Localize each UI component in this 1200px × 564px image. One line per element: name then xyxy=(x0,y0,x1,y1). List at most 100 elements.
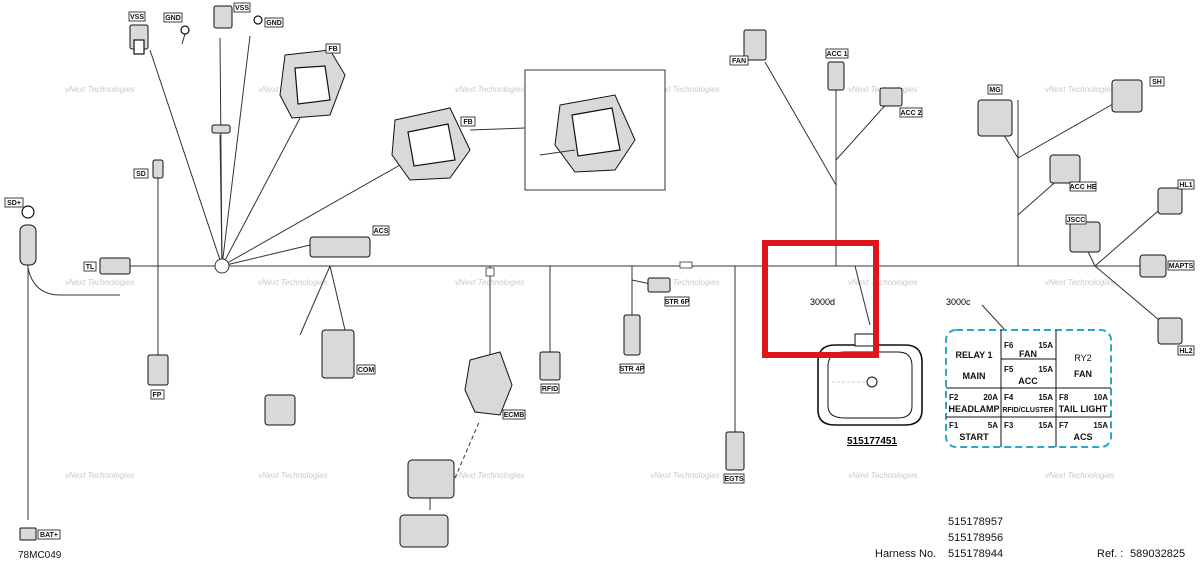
fuse-name: FAN xyxy=(1019,349,1037,359)
label-ecmb: ECMB xyxy=(502,409,526,420)
fuse-amp: 15A xyxy=(1038,393,1053,402)
ecmb-dash-wire xyxy=(454,419,481,479)
fuse-amp: 20A xyxy=(983,393,998,402)
gnd2-wire xyxy=(221,35,251,267)
sh-wire xyxy=(1017,99,1121,159)
svg-text:RFID: RFID xyxy=(542,386,558,393)
svg-text:SD+: SD+ xyxy=(7,200,21,207)
fuse-cell: FAN xyxy=(1074,369,1092,379)
fan-wire xyxy=(764,61,837,186)
fuse-name: HEADLAMP xyxy=(949,404,1000,414)
label-com: COM xyxy=(356,364,376,375)
fuse-id: F4 xyxy=(1004,393,1014,402)
acc2-connector xyxy=(879,87,903,107)
label-acc-he: ACC HE xyxy=(1070,181,1097,192)
junction-3000d-label: 3000d xyxy=(810,297,835,307)
watermark: vNext Technologies xyxy=(65,278,135,287)
label-jscc: JSCC xyxy=(1065,214,1087,225)
svg-text:GND: GND xyxy=(165,15,181,22)
fuse-cell: MAIN xyxy=(963,371,986,381)
svg-text:FB: FB xyxy=(463,119,472,126)
hl2-connector xyxy=(1157,317,1183,345)
ecmb-connector xyxy=(464,351,513,416)
fb1-wire xyxy=(221,117,301,267)
hl2-wire xyxy=(1094,265,1166,326)
svg-text:HL1: HL1 xyxy=(1179,182,1192,189)
fuse-amp: 15A xyxy=(1038,365,1053,374)
label-sd-plus: SD+ xyxy=(4,197,24,208)
label-acc1: ACC 1 xyxy=(825,48,849,59)
harness-number-label: Harness No. xyxy=(875,548,936,560)
str4p-connector xyxy=(623,314,641,356)
label-gnd1: GND xyxy=(163,12,183,23)
acc1-connector xyxy=(827,61,845,91)
sh-connector xyxy=(1111,79,1143,113)
fuse-name: ACC xyxy=(1018,376,1038,386)
fuse-amp: 15A xyxy=(1038,421,1053,430)
label-sd: SD xyxy=(133,168,149,179)
fuse-name: TAIL LIGHT xyxy=(1059,404,1108,414)
fp-connector xyxy=(147,354,169,386)
label-str6p: STR 6P xyxy=(664,296,690,307)
harness-number-1: 515178957 xyxy=(948,516,1003,528)
svg-text:SH: SH xyxy=(1152,79,1162,86)
detail-leader xyxy=(469,127,526,131)
watermark: vNext Technologies xyxy=(848,471,918,480)
svg-text:FAN: FAN xyxy=(732,58,746,65)
fuse-id: F5 xyxy=(1004,365,1014,374)
relay-box-part-number: 515177451 xyxy=(847,436,897,447)
label-vss1: VSS xyxy=(128,11,146,22)
svg-text:GND: GND xyxy=(266,20,282,27)
bat-plus-terminal xyxy=(19,527,37,541)
sd-loop-wire xyxy=(27,267,120,296)
fuse-id: F6 xyxy=(1004,341,1014,350)
svg-text:FP: FP xyxy=(153,392,162,399)
svg-text:ACC 1: ACC 1 xyxy=(826,51,847,58)
fan-connector xyxy=(743,29,767,61)
fb2-face xyxy=(407,123,456,167)
gnd1-lead xyxy=(181,33,186,45)
watermark: vNext Technologies xyxy=(650,278,720,287)
watermark: vNext Technologies xyxy=(455,85,525,94)
com-wire-b xyxy=(299,265,331,336)
fuse-amp: 10A xyxy=(1093,393,1108,402)
watermark: vNext Technologies xyxy=(258,278,328,287)
watermark: vNext Technologies xyxy=(650,85,720,94)
watermark: vNext Technologies xyxy=(258,471,328,480)
connector-shapes xyxy=(19,5,1183,548)
label-rfid: RFID xyxy=(540,383,560,394)
tl-connector xyxy=(99,257,131,275)
label-egts: EGTS xyxy=(723,473,745,484)
svg-text:VSS: VSS xyxy=(235,5,249,12)
harness-number-2: 515178956 xyxy=(948,532,1003,544)
label-hl2: HL2 xyxy=(1177,345,1195,356)
fuse-name: RFID/CLUSTER xyxy=(1002,407,1053,414)
svg-text:EGTS: EGTS xyxy=(724,476,743,483)
gnd2-ring-terminal xyxy=(253,15,263,25)
lower-connector-2 xyxy=(399,514,449,548)
fuse-table: RELAY 1 MAIN F6 15A FAN F5 15A ACC RY2 F… xyxy=(945,329,1112,448)
fuse-cell: RELAY 1 xyxy=(955,350,992,360)
fuse-id: F8 xyxy=(1059,393,1069,402)
fuse-name: ACS xyxy=(1073,432,1092,442)
label-fan: FAN xyxy=(729,55,749,66)
fuse-id: F1 xyxy=(949,421,959,430)
acs-connector xyxy=(309,236,371,258)
sensor-connector xyxy=(211,124,231,134)
sensor-wire xyxy=(219,134,223,267)
svg-text:STR 4P: STR 4P xyxy=(620,366,645,373)
sd-connector xyxy=(152,159,164,179)
label-tl: TL xyxy=(83,261,97,272)
mg-connector xyxy=(977,99,1013,137)
label-hl1: HL1 xyxy=(1177,179,1195,190)
vss1-wire xyxy=(149,49,223,267)
splice xyxy=(679,261,693,269)
watermark: vNext Technologies xyxy=(455,471,525,480)
svg-text:COM: COM xyxy=(358,367,375,374)
com-sub-connector xyxy=(264,394,296,426)
svg-text:STR 6P: STR 6P xyxy=(665,299,690,306)
label-vss2: VSS xyxy=(233,2,251,13)
svg-text:JSCC: JSCC xyxy=(1067,217,1086,224)
label-bat-plus: BAT+ xyxy=(37,529,61,540)
fb1-face xyxy=(294,65,331,105)
